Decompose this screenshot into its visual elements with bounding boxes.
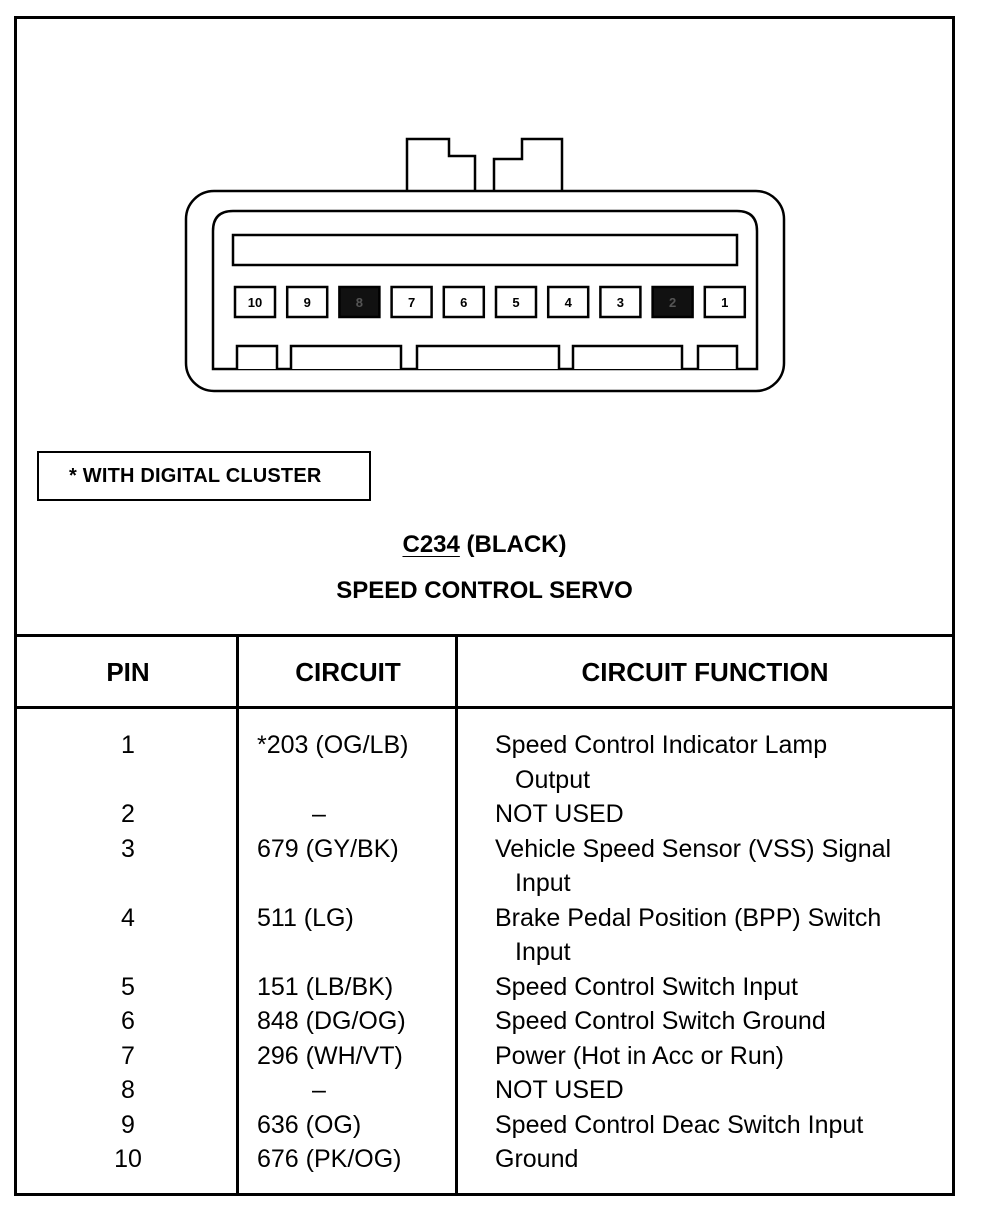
pin-cavity-8 (338, 285, 381, 319)
connector-name: SPEED CONTROL SERVO (336, 577, 633, 604)
circuit-cell: *203 (OG/LB) (257, 731, 409, 759)
connector-key-2 (289, 344, 403, 369)
function-cell: Ground (495, 1142, 945, 1177)
function-line: Vehicle Speed Sensor (VSS) Signal (495, 834, 892, 863)
pin-cell: 9 (121, 1110, 135, 1139)
pinout-table: PIN CIRCUIT CIRCUIT FUNCTION 1 *203 (OG/L… (17, 634, 952, 1193)
circuit-cell: – (312, 1076, 326, 1104)
connector-pins: 10 9 8 7 6 5 4 3 2 1 (233, 285, 747, 319)
header-circuit: CIRCUIT (295, 657, 401, 687)
pin-cell: 4 (121, 903, 135, 932)
pin-cell: 3 (121, 834, 135, 863)
function-line: Power (Hot in Acc or Run) (495, 1041, 784, 1070)
column-divider (236, 637, 239, 1193)
pin-cavity-2 (651, 285, 694, 319)
connector-key-1 (235, 344, 279, 369)
note-text: * WITH DIGITAL CLUSTER (69, 464, 322, 487)
pin-cavity-10 (233, 285, 277, 319)
pin-cell: 8 (121, 1076, 135, 1104)
connector-key-3 (415, 344, 561, 369)
pin-cavity-4 (546, 285, 590, 319)
pin-cell: 10 (114, 1145, 142, 1173)
digital-cluster-note: * WITH DIGITAL CLUSTER (37, 451, 371, 501)
diagram-frame: 10 9 8 7 6 5 4 3 2 1 * WITH DIGITAL CLUSTER C234 … (14, 16, 955, 1196)
function-line: Input (515, 938, 571, 966)
function-line: Ground (495, 1145, 579, 1173)
header-divider (17, 706, 952, 709)
circuit-cell: 151 (LB/BK) (257, 972, 394, 1001)
connector-drawing: 10 9 8 7 6 5 4 3 2 1 (184, 137, 786, 393)
function-line: Speed Control Switch Ground (495, 1007, 826, 1035)
pin-number: 7 (408, 295, 415, 310)
pin-number: 9 (304, 295, 311, 310)
pin-cavity-7 (390, 285, 433, 319)
pin-cavity-5 (494, 285, 538, 319)
pin-number: 3 (617, 295, 624, 310)
pin-number: 2 (669, 295, 676, 310)
pin-cavity-9 (285, 285, 329, 319)
connector-view: 10 9 8 7 6 5 4 3 2 1 * WITH DIGITAL CLUSTER C234 … (17, 19, 952, 634)
function-line: NOT USED (495, 1076, 624, 1104)
pin-cell: 7 (121, 1041, 135, 1070)
pin-cavity-6 (442, 285, 486, 319)
pin-number: 4 (565, 295, 573, 310)
circuit-cell: 848 (DG/OG) (257, 1007, 406, 1035)
circuit-cell: 676 (PK/OG) (257, 1145, 402, 1173)
circuit-cell: 636 (OG) (257, 1110, 362, 1139)
function-cell: Speed Control Switch Input (495, 970, 945, 1005)
column-divider (455, 637, 458, 1193)
function-cell: NOT USED (495, 797, 945, 832)
function-cell: Power (Hot in Acc or Run) (495, 1039, 945, 1074)
connector-id: C234 (402, 531, 460, 558)
pin-number: 10 (248, 295, 262, 310)
circuit-cell: 296 (WH/VT) (257, 1041, 403, 1070)
pin-cell: 2 (121, 800, 135, 828)
function-line: Input (515, 869, 571, 897)
pin-number: 6 (460, 295, 467, 310)
circuit-cell: – (312, 800, 326, 828)
function-line: Output (515, 765, 591, 794)
pin-cell: 5 (121, 972, 135, 1001)
connector-tab-right (492, 137, 564, 193)
function-cell: Speed Control Deac Switch Input (495, 1108, 945, 1143)
circuit-cell: 679 (GY/BK) (257, 834, 399, 863)
function-line: Speed Control Indicator Lamp (495, 731, 828, 759)
function-line: Speed Control Switch Input (495, 972, 798, 1001)
pin-cell: 6 (121, 1007, 135, 1035)
connector-tab-left (405, 137, 477, 193)
function-cell: Speed Control Switch Ground (495, 1004, 945, 1039)
pin-number: 5 (512, 295, 519, 310)
header-pin: PIN (106, 657, 150, 687)
function-line: Speed Control Deac Switch Input (495, 1110, 864, 1139)
connector-key-5 (696, 344, 739, 369)
pin-cavity-1 (703, 285, 747, 319)
circuit-cell: 511 (LG) (257, 903, 354, 932)
function-line: Brake Pedal Position (BPP) Switch (495, 903, 882, 932)
connector-id-line: C234 (BLACK) (17, 531, 952, 559)
function-cell: NOT USED (495, 1073, 945, 1108)
pin-cell: 1 (121, 731, 135, 759)
function-line: NOT USED (495, 800, 624, 828)
connector-color: (BLACK) (466, 531, 567, 558)
pin-cavity-3 (599, 285, 642, 319)
connector-key-4 (571, 344, 684, 369)
pin-number: 8 (356, 295, 363, 310)
connector-top-slot (231, 233, 739, 267)
pin-number: 1 (721, 295, 728, 310)
header-function: CIRCUIT FUNCTION (581, 657, 829, 687)
